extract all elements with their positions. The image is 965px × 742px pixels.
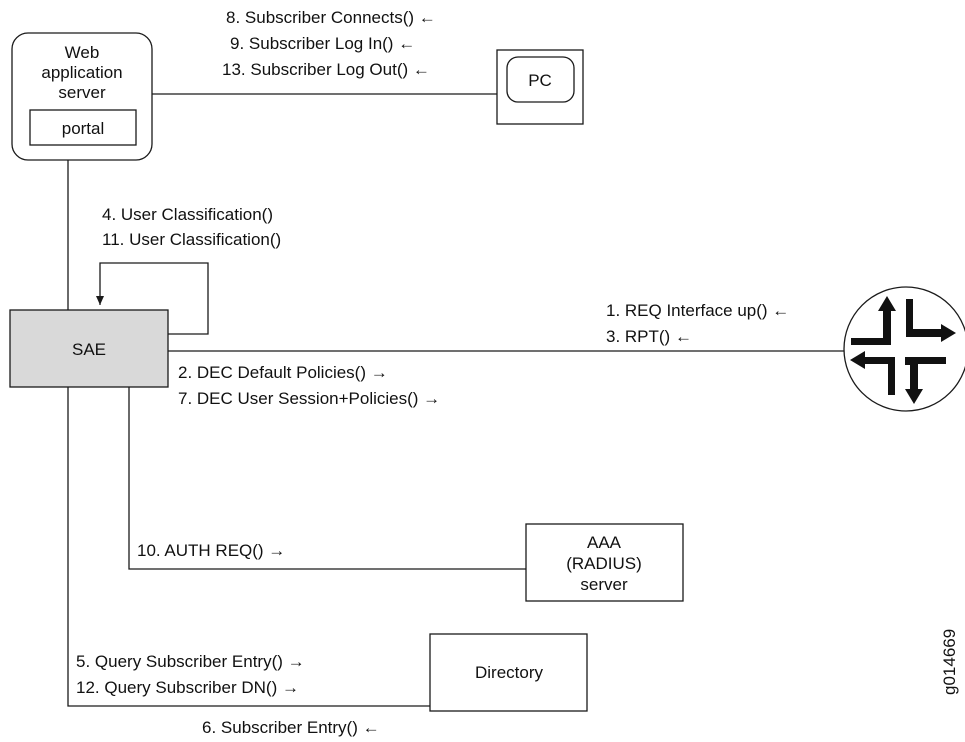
- portal-label: portal: [62, 119, 105, 138]
- msg-user-classification-11: 11. User Classification(): [102, 230, 281, 249]
- msg-query-subscriber-dn: 12. Query Subscriber DN() →: [76, 678, 299, 697]
- aaa-label-line1: AAA: [587, 533, 622, 552]
- web-server-label-line3: server: [58, 83, 106, 102]
- aaa-label-line3: server: [580, 575, 628, 594]
- portal-box: [29, 109, 137, 146]
- sae-label: SAE: [72, 340, 106, 359]
- msg-subscriber-entry-response: 6. Subscriber Entry() ←: [202, 718, 380, 737]
- router-icon: [843, 286, 965, 412]
- figure-id: g014669: [940, 629, 959, 695]
- msg-rpt: 3. RPT() ←: [606, 327, 692, 346]
- sae-to-directory-line: [67, 387, 430, 707]
- web-server-label-line1: Web: [65, 43, 100, 62]
- msg-subscriber-log-in: 9. Subscriber Log In() ←: [230, 34, 415, 53]
- msg-dec-user-session-policies: 7. DEC User Session+Policies() →: [178, 389, 440, 408]
- msg-auth-req: 10. AUTH REQ() →: [137, 541, 285, 560]
- directory-box: [429, 633, 588, 712]
- directory-label: Directory: [475, 663, 544, 682]
- aaa-label-line2: (RADIUS): [566, 554, 642, 573]
- sae-to-aaa-line: [128, 387, 526, 570]
- msg-dec-default-policies: 2. DEC Default Policies() →: [178, 363, 388, 382]
- msg-subscriber-log-out: 13. Subscriber Log Out() ←: [222, 60, 430, 79]
- msg-user-classification-4: 4. User Classification(): [102, 205, 273, 224]
- web-server-label-line2: application: [41, 63, 122, 82]
- pc-label: PC: [528, 71, 552, 90]
- msg-req-interface-up: 1. REQ Interface up() ←: [606, 301, 789, 320]
- msg-subscriber-connects: 8. Subscriber Connects() ←: [226, 8, 436, 27]
- sae-box: [9, 309, 169, 388]
- aaa-radius-server: [525, 523, 684, 602]
- sae-self-loop: [96, 262, 209, 335]
- msg-query-subscriber-entry: 5. Query Subscriber Entry() →: [76, 652, 305, 671]
- pc-screen: [506, 56, 575, 103]
